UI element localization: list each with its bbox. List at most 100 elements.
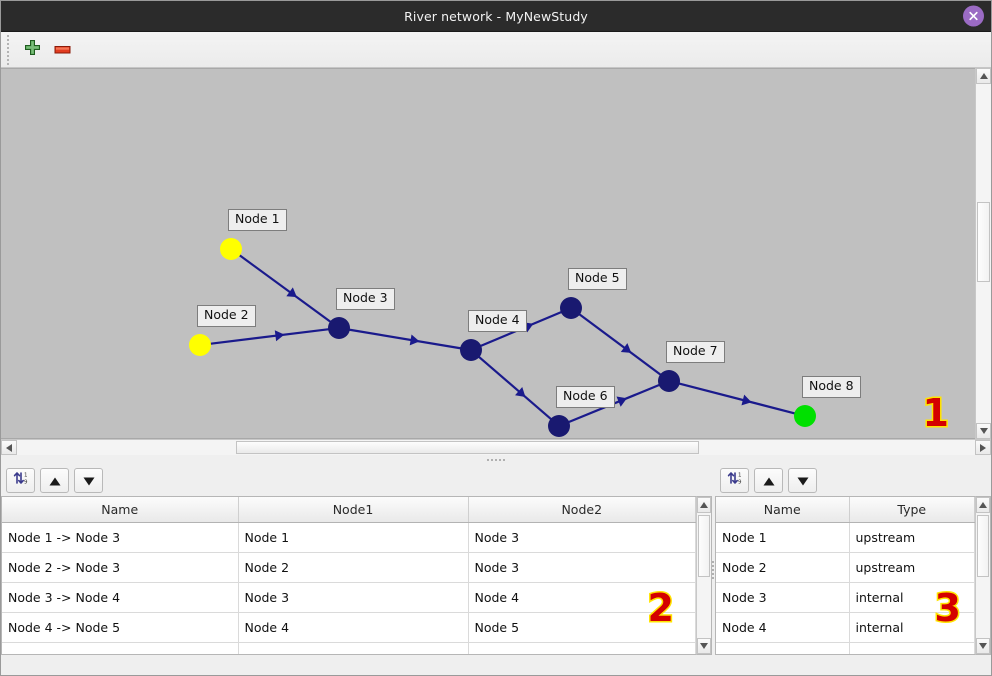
node-cell[interactable]: Node 1 (716, 522, 850, 553)
reach-cell[interactable] (468, 642, 696, 654)
panel-splitter[interactable] (1, 455, 991, 464)
node-node5[interactable] (560, 297, 582, 319)
scroll-up-icon[interactable] (697, 497, 711, 513)
reach-cell[interactable] (238, 642, 469, 654)
reach-column-header-name[interactable]: Name (2, 497, 239, 523)
node-vscroll-track[interactable] (976, 513, 990, 638)
node-move-down-button[interactable] (788, 467, 817, 493)
reach-cell[interactable]: Node 4 (468, 582, 696, 613)
scroll-up-icon[interactable] (976, 68, 991, 84)
node-label-node6[interactable]: Node 6 (556, 386, 615, 408)
reach-vscroll-thumb[interactable] (698, 515, 710, 577)
bottom-panels: 1 9 (1, 464, 991, 675)
node-cell[interactable]: internal (849, 582, 975, 613)
scroll-down-icon[interactable] (976, 423, 991, 439)
reach-move-down-button[interactable] (74, 467, 103, 493)
reach-column-header-node1[interactable]: Node1 (238, 497, 469, 523)
reach-column-header-node2[interactable]: Node2 (468, 497, 696, 523)
reach-cell[interactable]: Node 4 (238, 612, 469, 643)
reach-cell[interactable]: Node 4 -> Node 5 (2, 612, 239, 643)
node-node8[interactable] (794, 405, 816, 427)
node-cell[interactable]: Node 2 (716, 552, 850, 583)
scroll-left-icon[interactable] (1, 440, 17, 455)
node-node1[interactable] (220, 238, 242, 260)
canvas-vertical-scrollbar[interactable] (975, 68, 991, 439)
node-node3[interactable] (328, 317, 350, 339)
panels-splitter-vertical[interactable] (712, 464, 715, 675)
node-label-node3[interactable]: Node 3 (336, 288, 395, 310)
reach-vscroll-track[interactable] (697, 513, 711, 638)
reach-move-up-button[interactable] (40, 467, 69, 493)
reach-cell[interactable]: Node 3 (468, 522, 696, 553)
reach-cell[interactable]: Node 5 (468, 612, 696, 643)
network-canvas[interactable]: Node 1 Node 2 Node 3 Node 4 Node 5 Node 6 Node… (1, 68, 975, 439)
scroll-right-icon[interactable] (975, 440, 991, 455)
reach-cell[interactable]: Node 1 (238, 522, 469, 553)
reach-table-vertical-scrollbar[interactable] (696, 496, 712, 655)
toolbar-drag-handle[interactable] (5, 34, 13, 65)
node-sort-button[interactable]: 1 9 (720, 467, 749, 493)
node-cell[interactable] (849, 642, 975, 654)
edge-Node5-to-Node7[interactable] (578, 313, 662, 376)
reach-table-row[interactable] (2, 642, 696, 654)
canvas-hscroll-thumb[interactable] (236, 441, 699, 454)
reach-cell[interactable] (2, 642, 239, 654)
reach-cell[interactable]: Node 3 (468, 552, 696, 583)
node-cell[interactable]: upstream (849, 522, 975, 553)
canvas-vscroll-thumb[interactable] (977, 202, 990, 282)
edge-Node7-to-Node8[interactable] (678, 382, 796, 415)
canvas-hscroll-track[interactable] (17, 440, 975, 455)
node-cell[interactable]: upstream (849, 552, 975, 583)
node-label-node1[interactable]: Node 1 (228, 209, 287, 231)
node-node6[interactable] (548, 415, 570, 437)
node-column-header-name[interactable]: Name (716, 497, 850, 523)
scroll-down-icon[interactable] (697, 638, 711, 654)
edge-Node4-to-Node6[interactable] (477, 355, 553, 421)
node-column-header-type[interactable]: Type (849, 497, 975, 523)
node-table-row[interactable] (716, 642, 975, 654)
node-label-node4[interactable]: Node 4 (468, 310, 527, 332)
node-cell[interactable]: internal (849, 612, 975, 643)
edge-Node2-to-Node3[interactable] (209, 328, 330, 345)
add-button[interactable] (17, 36, 47, 64)
node-node7[interactable] (658, 370, 680, 392)
node-label-node5[interactable]: Node 5 (568, 268, 627, 290)
node-node2[interactable] (189, 334, 211, 356)
reach-cell[interactable]: Node 1 -> Node 3 (2, 522, 239, 553)
node-cell[interactable] (716, 642, 850, 654)
node-move-up-button[interactable] (754, 467, 783, 493)
node-label-node2[interactable]: Node 2 (197, 305, 256, 327)
edge-Node1-to-Node3[interactable] (238, 254, 332, 323)
node-label-node8[interactable]: Node 8 (802, 376, 861, 398)
node-cell[interactable]: Node 4 (716, 612, 850, 643)
node-table-vertical-scrollbar[interactable] (975, 496, 991, 655)
node-vscroll-thumb[interactable] (977, 515, 989, 577)
scroll-down-icon[interactable] (976, 638, 990, 654)
reach-cell[interactable]: Node 2 -> Node 3 (2, 552, 239, 583)
reach-sort-button[interactable]: 1 9 (6, 467, 35, 493)
canvas-horizontal-scrollbar[interactable] (1, 439, 991, 455)
canvas-vscroll-track[interactable] (976, 84, 991, 423)
node-node4[interactable] (460, 339, 482, 361)
scroll-up-icon[interactable] (976, 497, 990, 513)
reach-cell[interactable]: Node 2 (238, 552, 469, 583)
reach-cell[interactable]: Node 3 -> Node 4 (2, 582, 239, 613)
remove-button[interactable] (47, 36, 77, 64)
edge-Node3-to-Node4[interactable] (348, 328, 462, 350)
node-label-node7[interactable]: Node 7 (666, 341, 725, 363)
node-cell[interactable]: Node 3 (716, 582, 850, 613)
reach-cell[interactable]: Node 3 (238, 582, 469, 613)
close-icon[interactable] (963, 5, 984, 27)
